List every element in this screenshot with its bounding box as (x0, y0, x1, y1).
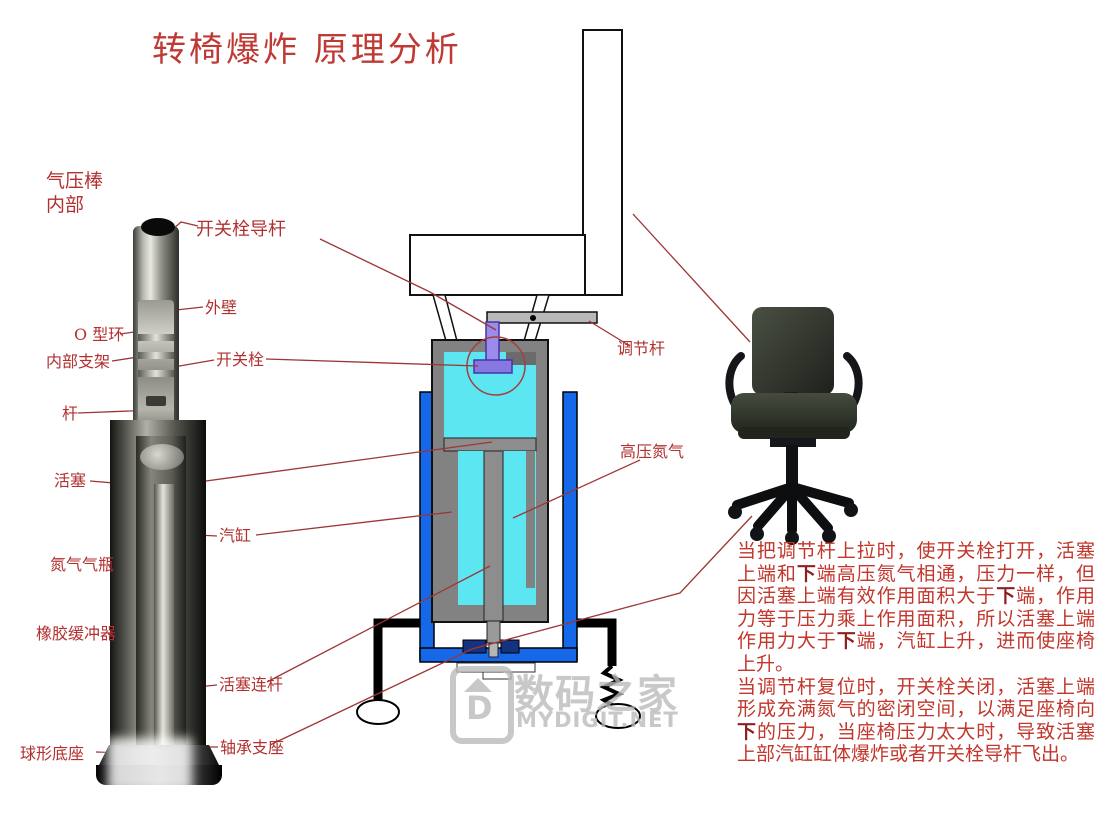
line-bearing-seat (269, 515, 753, 746)
chair-seat (731, 393, 857, 433)
office-chair-photo (725, 307, 863, 545)
explanation-paragraph: 当把调节杆上拉时，使开关栓打开，活塞上端和下端高压氮气相通，压力一样，但因活塞上… (737, 540, 1095, 766)
photo-tube-opening (141, 218, 175, 236)
line-backrest (632, 213, 751, 343)
spring-zigzag (599, 664, 625, 707)
line-switch-valve (265, 358, 479, 367)
chair-backrest (752, 307, 834, 395)
photo-rubber-buffer (140, 444, 184, 470)
line-cylinder (255, 511, 453, 536)
gas-cylinder-photo (96, 218, 222, 792)
photo-valve-cutaway (138, 300, 174, 436)
valve-seat-step (506, 352, 536, 365)
line-valve-guide (319, 238, 497, 331)
photo-cylinder-body (110, 420, 206, 770)
label-piston: 活塞 (54, 471, 87, 490)
chair-schematic (409, 29, 623, 342)
inner-tube-wall (526, 451, 535, 588)
schematic-seat (409, 234, 586, 296)
label-valve-guide-rod: 开关栓导杆 (196, 219, 286, 240)
caster-right (595, 703, 641, 729)
valve-foot (473, 359, 513, 374)
label-ball-base: 球形底座 (20, 744, 85, 763)
label-rubber-buffer: 橡胶缓冲器 (36, 624, 117, 643)
schematic-left-leg (432, 294, 458, 342)
photo-heading-line1: 气压棒 (46, 170, 104, 192)
watermark-logo-letter: D (466, 689, 493, 727)
bearing-left (462, 639, 487, 654)
chair-gas-lift (786, 445, 798, 489)
line-adjust-lever (588, 320, 631, 347)
watermark-logo: D (450, 666, 514, 744)
lever-pivot-dot (530, 315, 536, 321)
label-switch-valve: 开关栓 (216, 350, 265, 369)
schematic-backrest (582, 29, 623, 296)
photo-inner-rod (154, 484, 174, 750)
line-hp-nitrogen (512, 459, 641, 519)
label-hp-nitrogen: 高压氮气 (620, 442, 685, 461)
chair-casters (728, 503, 858, 545)
photo-heading: 气压棒 内部 (46, 170, 103, 218)
photo-blur-watermark (108, 738, 192, 792)
adjust-lever-bar (486, 311, 598, 324)
watermark-site: MYDIGIT.NET (516, 708, 679, 732)
label-o-ring: O 型环 (74, 325, 125, 344)
label-outer-wall: 外壁 (205, 298, 238, 317)
watermark-brand: 数码之家 (514, 672, 678, 718)
label-piston-link-rod: 活塞连杆 (219, 675, 284, 694)
label-cylinder: 汽缸 (219, 526, 252, 545)
label-adjust-lever: 调节杆 (617, 339, 666, 358)
label-inner-bracket: 内部支架 (46, 352, 111, 371)
photo-body-cutaway (136, 436, 186, 754)
explanation-para2: 当调节杆复位时，开关栓关闭，活塞上端形成充满氮气的密闭空间，以满足座椅向下的压力… (737, 675, 1095, 766)
photo-heading-line2: 内部 (46, 193, 85, 216)
label-rod: 杆 (62, 404, 79, 423)
explanation-para1: 当把调节杆上拉时，使开关栓打开，活塞上端和下端高压氮气相通，压力一样，但因活塞上… (737, 540, 1095, 675)
schematic-base-legs (356, 618, 641, 729)
label-nitrogen-bottle: 氮气气瓶 (50, 555, 115, 574)
house-icon (464, 678, 492, 692)
caster-left (356, 699, 400, 725)
piston-schematic (443, 437, 537, 452)
page-title: 转椅爆炸 原理分析 (152, 30, 462, 70)
chair-star-base (732, 482, 854, 535)
line-piston-rod (266, 565, 491, 683)
bearing-right (500, 639, 520, 654)
label-bearing-seat: 轴承支座 (220, 738, 285, 757)
piston-rod-schematic (483, 450, 504, 622)
